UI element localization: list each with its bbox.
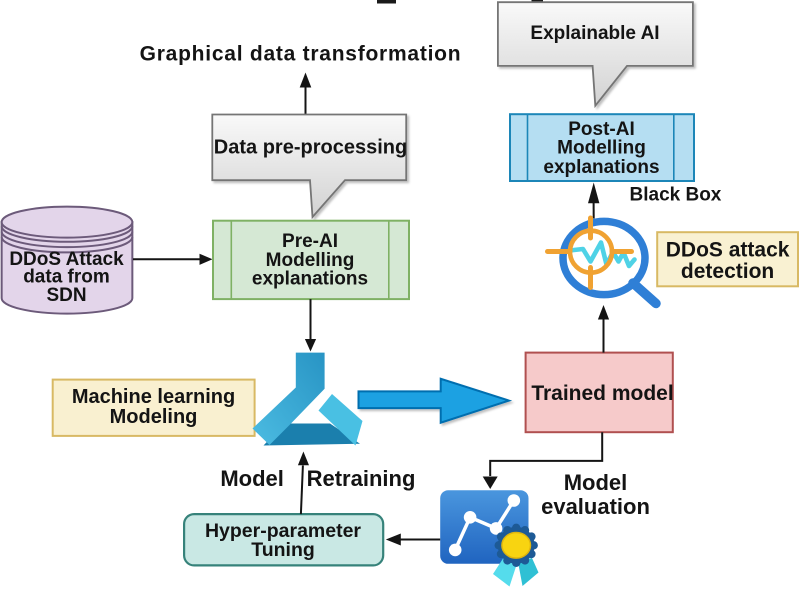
svg-text:evaluation: evaluation: [541, 494, 650, 519]
svg-text:Trained model: Trained model: [531, 382, 673, 405]
svg-text:Graphical data transformation: Graphical data transformation: [140, 43, 462, 66]
svg-text:Modeling: Modeling: [110, 406, 198, 428]
svg-text:SDN: SDN: [46, 285, 86, 306]
svg-text:Black Box: Black Box: [630, 185, 722, 206]
svg-text:explanations: explanations: [252, 268, 368, 289]
svg-text:Machine learning: Machine learning: [72, 386, 235, 408]
svg-text:Retraining: Retraining: [307, 466, 416, 491]
svg-text:Data pre-processing: Data pre-processing: [214, 136, 407, 158]
svg-text:DDoS attack: DDoS attack: [666, 239, 790, 262]
svg-text:Modelling: Modelling: [557, 138, 646, 159]
svg-text:explanations: explanations: [543, 157, 659, 178]
svg-text:Model: Model: [220, 466, 284, 491]
svg-text:detection: detection: [681, 260, 774, 283]
svg-text:Model: Model: [564, 470, 628, 495]
svg-text:Explainable AI: Explainable AI: [530, 23, 659, 44]
svg-text:Tuning: Tuning: [251, 539, 315, 561]
